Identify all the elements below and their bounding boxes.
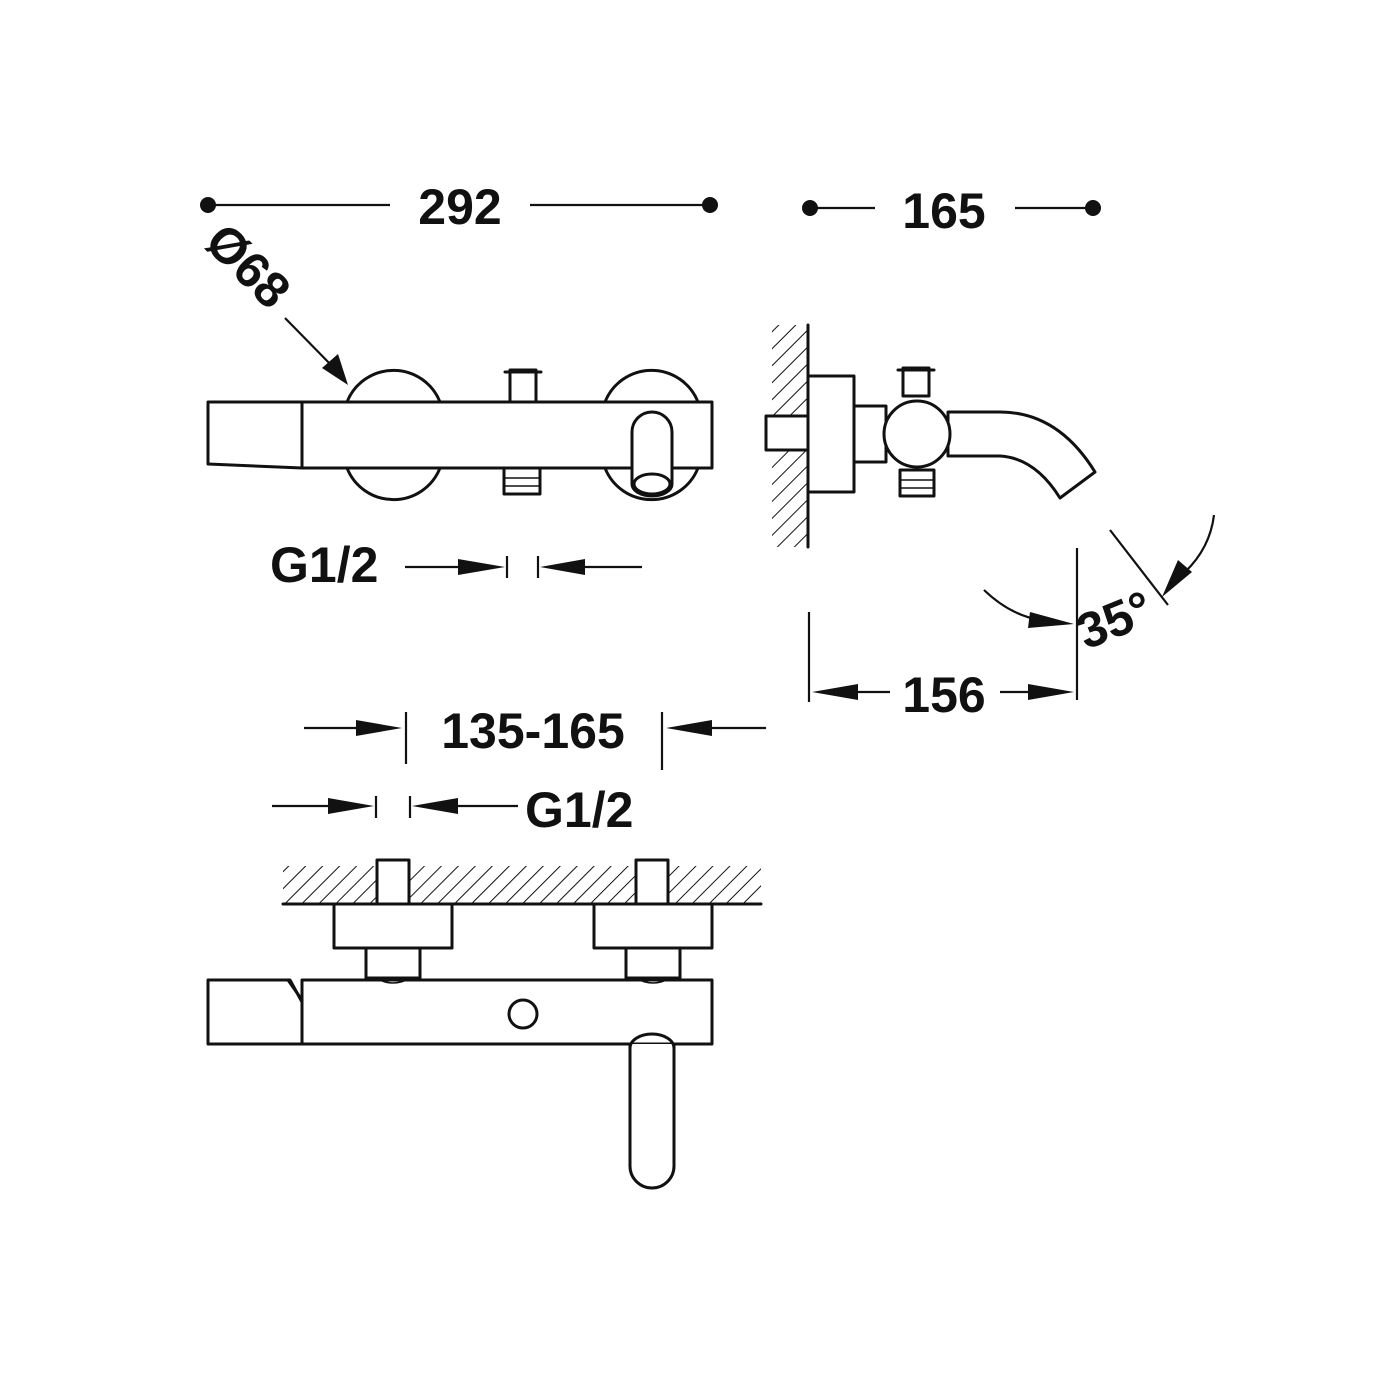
side-view — [764, 323, 1097, 549]
dimension-side-outlet-thread: G1/2 — [270, 537, 642, 593]
label-spout-angle: 35° — [1069, 580, 1160, 660]
top-view — [206, 858, 763, 1190]
label-rosette-diameter: Ø68 — [195, 213, 301, 319]
label-depth: 165 — [902, 183, 985, 239]
label-spout-projection: 156 — [902, 667, 985, 723]
label-inlet-thread: G1/2 — [525, 782, 633, 838]
label-side-outlet-thread: G1/2 — [270, 537, 378, 593]
front-view — [206, 368, 714, 502]
dimension-spout-angle: 35° — [983, 514, 1216, 700]
dimension-spout-projection: 156 — [807, 612, 1074, 723]
label-connection-centres: 135-165 — [441, 703, 625, 759]
dimension-inlet-thread: G1/2 — [272, 782, 633, 838]
dimension-overall-width: 292 — [200, 179, 718, 235]
dimension-connection-centres: 135-165 — [304, 703, 766, 770]
label-overall-width: 292 — [418, 179, 501, 235]
dimension-depth: 165 — [802, 183, 1101, 239]
dimension-rosette-diameter: Ø68 — [195, 213, 348, 385]
